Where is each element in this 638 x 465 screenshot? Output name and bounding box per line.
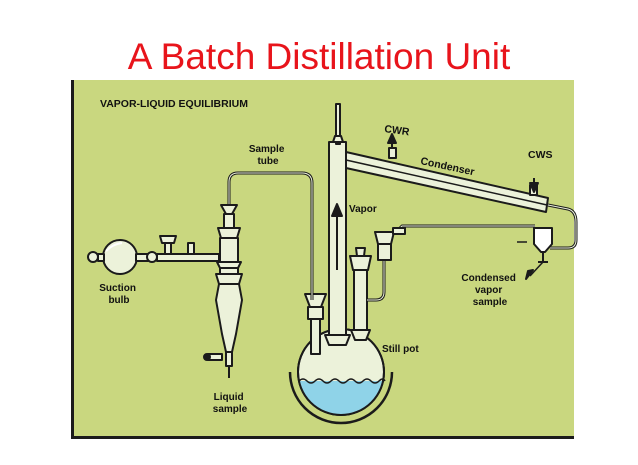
- liquid-sample-label: Liquid sample: [213, 392, 248, 415]
- suction-bulb: [103, 240, 137, 274]
- sample-tube: [229, 173, 312, 300]
- vapor-label: Vapor: [349, 204, 377, 215]
- condensed-vapor-sample-label: Condensed vapor sample: [461, 273, 518, 308]
- still-pot-label: Still pot: [382, 344, 419, 355]
- liquid-sample-vessel: [216, 284, 242, 352]
- condensed-sample-collector: [534, 228, 552, 252]
- left-pot-neck: [311, 318, 320, 354]
- suction-valve-left: [88, 252, 98, 262]
- cws-label: CWS: [528, 149, 553, 161]
- diagram-heading: VAPOR-LIQUID EQUILIBRIUM: [100, 98, 248, 110]
- sample-tube-label: Sample tube: [249, 144, 287, 167]
- cwr-label: CWR: [384, 123, 411, 138]
- sample-funnel-top: [221, 205, 237, 214]
- right-pot-neck: [354, 270, 367, 330]
- suction-valve-right: [147, 252, 157, 262]
- suction-bulb-label: Suction bulb: [99, 283, 138, 306]
- suction-side-arm: [157, 254, 219, 261]
- return-adapter: [378, 244, 391, 260]
- return-tube: [398, 226, 535, 232]
- left-neck-joint: [305, 294, 326, 307]
